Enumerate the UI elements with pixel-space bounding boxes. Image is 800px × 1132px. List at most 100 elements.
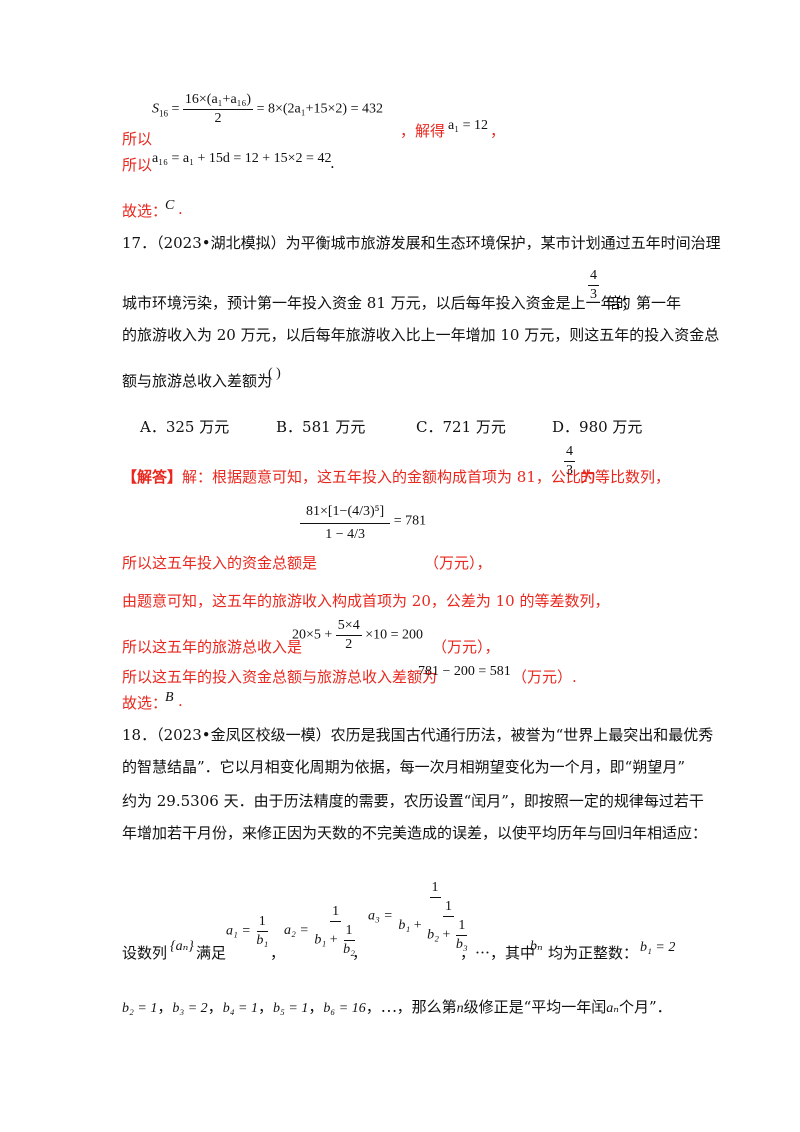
s16-fraction: 16×(a₁+a₁₆) 2 xyxy=(182,92,254,127)
sol17-sum-den: 1 − 4/3 xyxy=(325,527,365,542)
sol17-line4-expr-a: 20×5 + xyxy=(292,627,333,643)
q18-line6: b₂ = 1，b₃ = 2，b₄ = 1，b₅ = 1，b₆ = 16，⋯，那么… xyxy=(122,996,672,1017)
sol17-line1: 【解答】解：根据题意可知，这五年投入的金额构成首项为 81，公比为 xyxy=(122,466,596,487)
q18-a1-num: 1 xyxy=(256,914,268,932)
s16-frac-num: 16×(a₁+a₁₆) xyxy=(182,92,254,110)
s16-prefix: 所以 xyxy=(122,130,153,148)
q17-line1: 17．（2023•湖北模拟）为平衡城市旅游发展和生态环境保护，某市计划通过五年时… xyxy=(122,234,721,252)
q18-line6-mid: ，⋯，那么第 xyxy=(365,998,457,1016)
sol17-line2b: （万元）， xyxy=(424,554,492,572)
sol17-sum-num: 81×[1−(4/3)⁵] xyxy=(300,500,391,524)
q18-b5-val: b₅ = 1 xyxy=(273,1001,309,1016)
q17-option-a: A．325 万元 xyxy=(140,418,230,436)
q18-a3-b1: b₁ xyxy=(398,918,411,934)
q18-a3-inner-den: b₃ xyxy=(455,937,468,952)
q18-bn: bₙ xyxy=(530,939,543,954)
sol17-line4-frac-num: 5×4 xyxy=(335,618,362,636)
sol17-sum-eq: = 781 xyxy=(393,513,427,529)
sol17-sum-equation: 81×[1−(4/3)⁵] 1 − 4/3 = 781 xyxy=(300,500,426,543)
q17-blank: ( ) xyxy=(268,366,281,381)
s16-equation: S16 = 16×(a₁+a₁₆) 2 = 8×(2a₁+15×2) = 432 xyxy=(152,92,383,127)
q18-a2-plus: + xyxy=(329,932,338,948)
answer16-choice: C xyxy=(165,198,175,213)
q18-b1val: b₁ = 2 xyxy=(640,940,676,955)
q18-a3-mid-den: b₂ + 1 b₃ xyxy=(425,917,472,953)
q17-line4a: 额与旅游总收入差额为 xyxy=(122,372,273,390)
q18-a3-num: 1 xyxy=(429,880,441,898)
q17-option-d: D．980 万元 xyxy=(552,418,643,436)
q18-line5b: 满足 xyxy=(196,944,227,962)
q18-line2: 的智慧结晶”．它以月相变化周期为依据，每一次月相朔望变化为一个月，即“朔望月” xyxy=(122,758,686,776)
q17-option-c: C．721 万元 xyxy=(416,418,506,436)
q18-sep4: ， xyxy=(308,998,324,1016)
sol17-line4-expr-b: ×10 = 200 xyxy=(365,627,423,643)
s16-end: ， xyxy=(490,122,506,140)
q18-line1: 18．（2023•金凤区校级一模）农历是我国古代通行历法，被誉为“世界上最突出和… xyxy=(122,726,714,744)
sol17-tag: 【解答】 xyxy=(122,468,183,486)
q17-line3: 的旅游收入为 20 万元，以后每年旅游收入比上一年增加 10 万元，则这五年的投… xyxy=(122,326,720,344)
a16-end: . xyxy=(330,154,335,172)
sol17-line3: 由题意可知，这五年的旅游收入构成首项为 20，公差为 10 的等差数列， xyxy=(122,592,610,610)
q18-b3-val: b₃ = 2 xyxy=(172,1001,208,1016)
q18-sep2: ， xyxy=(207,998,223,1016)
sol17-answer-choice: B xyxy=(165,690,174,705)
q18-a3-plus: + xyxy=(413,918,422,934)
s16-solve-text: ，解得 xyxy=(400,122,446,140)
q18-line6-mid2: 级修正是“平均一年闰 xyxy=(463,998,607,1016)
q18-a2-def: a₂ = 1 b₁ + 1 b₂ xyxy=(284,904,359,958)
q18-line4: 年增加若干月份，来修正因为天数的不完美造成的误差，以使平均历年与回归年相适应： xyxy=(122,824,708,842)
q17-line2b: 倍；第一年 xyxy=(606,294,682,312)
s16-lhs-sub: 16 xyxy=(159,108,168,119)
q18-a3-mid-num: 1 xyxy=(442,899,454,917)
sol17-ratio: 4 3 xyxy=(564,444,575,479)
sol17-line1a: 解：根据题意可知，这五年投入的金额构成首项为 81，公比为 xyxy=(182,468,596,486)
q17-ratio-den: 3 xyxy=(590,287,597,302)
q18-comma1: ， xyxy=(270,944,286,962)
answer16-label: 故选： xyxy=(122,202,168,220)
sol17-sum-fraction: 81×[1−(4/3)⁵] 1 − 4/3 xyxy=(300,500,391,543)
sol17-line5a: 所以这五年的投入资金总额与旅游总收入差额为 xyxy=(122,668,438,686)
q18-a3: a₃ = xyxy=(368,908,393,924)
q18-a2-den: b₁ + 1 b₂ xyxy=(312,922,359,958)
sol17-line1b: 的等比数列， xyxy=(580,468,671,486)
q18-a1-den: b₁ xyxy=(256,933,269,948)
q18-ellipsis: ，⋯，其中 xyxy=(460,944,536,962)
q18-b2-val: b₂ = 1 xyxy=(122,1001,158,1016)
q18-b4-val: b₄ = 1 xyxy=(222,1001,259,1016)
q18-n: n xyxy=(456,1001,464,1016)
q18-sep1: ， xyxy=(157,998,173,1016)
q17-ratio-num: 4 xyxy=(588,268,599,286)
q18-b6-val: b₆ = 16 xyxy=(323,1001,366,1016)
a16-equation: a₁₆ = a₁ + 15d = 12 + 15×2 = 42 xyxy=(152,151,332,166)
q18-a3-inner-num: 1 xyxy=(456,918,468,936)
q17-option-b: B．581 万元 xyxy=(276,418,366,436)
q18-line3: 约为 29.5306 天．由于历法精度的需要，农历设置“闰月”，即按照一定的规律… xyxy=(122,792,704,810)
q18-positive: 均为正整数： xyxy=(548,944,639,962)
sol17-line4-frac-den: 2 xyxy=(345,637,353,652)
s16-lhs: S xyxy=(152,101,159,117)
q18-a1: a₁ = xyxy=(226,923,251,939)
sol17-answer-label: 故选： xyxy=(122,694,168,712)
q17-ratio: 4 3 xyxy=(588,268,599,303)
sol17-answer-end: . xyxy=(178,692,183,710)
sol17-line2a: 所以这五年投入的资金总额是 xyxy=(122,554,318,572)
q18-a3-def: a₃ = 1 b₁ + 1 b₂ + 1 b₃ xyxy=(368,880,474,953)
sol17-line4b: （万元）， xyxy=(432,638,500,656)
q18-a2-inner-den: b₂ xyxy=(343,942,355,957)
s16-frac-den: 2 xyxy=(214,111,222,126)
q18-comma2: ， xyxy=(352,944,368,962)
s16-solve-eq: a₁ = 12 xyxy=(448,118,488,133)
q18-line6-end: 个月”． xyxy=(618,998,672,1016)
s16-rhs: = 8×(2a₁+15×2) = 432 xyxy=(256,101,383,117)
sol17-line5-expr: 781 − 200 = 581 xyxy=(418,664,511,679)
q18-a3-b2: b₂ xyxy=(427,927,439,943)
q18-line5a: 设数列 xyxy=(122,944,168,962)
sol17-line5b: （万元）. xyxy=(512,668,577,686)
q18-a2: a₂ = xyxy=(284,923,309,939)
q18-a2-inner-num: 1 xyxy=(343,923,355,941)
sol17-ratio-num: 4 xyxy=(564,444,575,462)
sol17-line4a: 所以这五年的旅游总收入是 xyxy=(122,638,303,656)
q18-a3-den: b₁ + 1 b₂ + 1 b₃ xyxy=(396,898,473,953)
q18-a1-def: a₁ = 1 b₁ xyxy=(226,914,270,949)
q18-a2-b1: b₁ xyxy=(314,932,327,948)
